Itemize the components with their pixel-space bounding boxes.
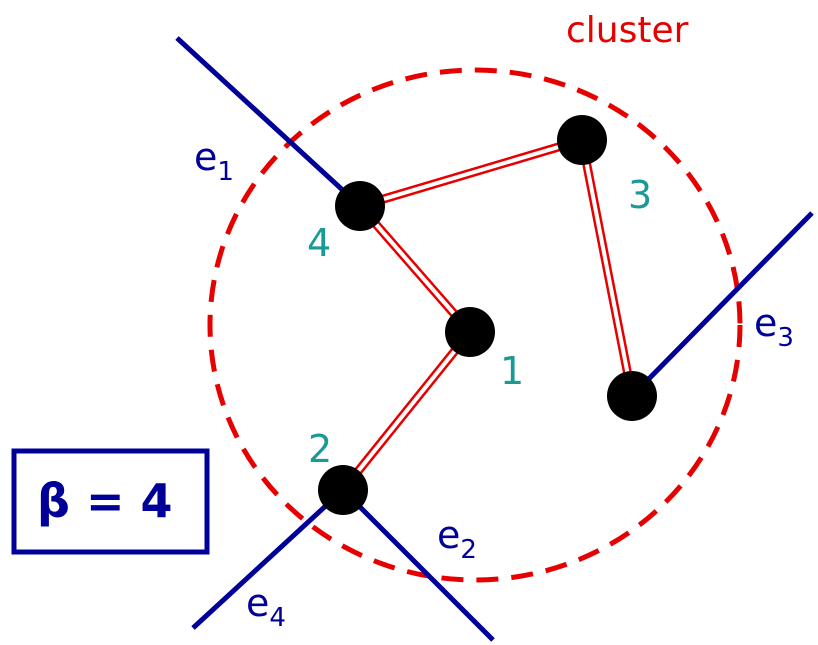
node-label-3: 3 — [628, 173, 652, 217]
external-edge-e2 — [341, 488, 495, 642]
internal-edge-4-3 — [358, 135, 584, 211]
beta-symbol: β — [37, 474, 70, 528]
cluster-label: cluster — [566, 10, 689, 51]
cluster-boundary — [207, 67, 743, 583]
node-5 — [607, 371, 657, 421]
node-3 — [557, 115, 607, 165]
external-edge-e1 — [175, 36, 362, 208]
node-2 — [318, 465, 368, 515]
node-4 — [335, 181, 385, 231]
beta-label: β = 4 — [37, 474, 173, 528]
edge-label-e2: e2 — [437, 513, 477, 565]
external-edge-e3 — [630, 211, 814, 398]
node-label-1: 1 — [500, 349, 524, 393]
internal-edge-4-1 — [356, 203, 474, 335]
edge-label-e3: e3 — [754, 301, 794, 353]
beta-box — [11, 448, 210, 555]
node-1 — [445, 307, 495, 357]
node-label-2: 2 — [308, 427, 332, 471]
internal-edge-3-5 — [577, 139, 637, 397]
edge-label-e4: e4 — [246, 581, 286, 633]
edge-label-e1: e1 — [194, 135, 234, 187]
external-edge-e4 — [191, 488, 345, 630]
node-label-4: 4 — [307, 221, 331, 265]
internal-edge-1-2 — [339, 329, 474, 493]
beta-value: = 4 — [70, 474, 173, 528]
